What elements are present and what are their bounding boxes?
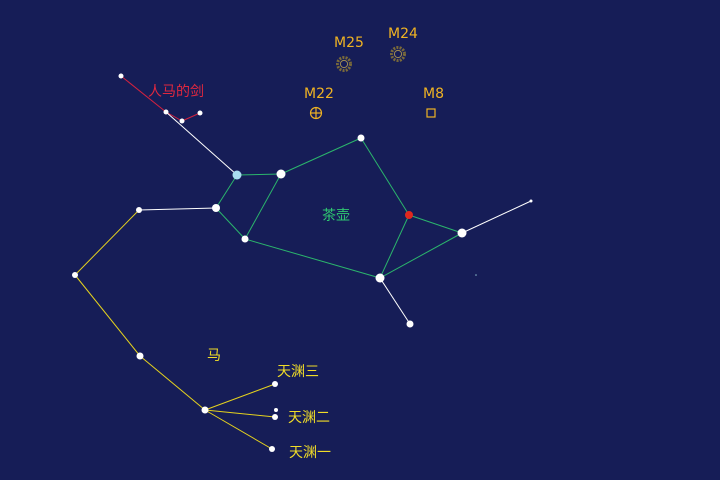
star-h7 (272, 414, 278, 420)
connector-t3-t4 (360, 137, 410, 216)
star-s2 (163, 109, 169, 115)
tianyuan1-label: 天渊一 (289, 445, 331, 461)
connector-t4-t6 (379, 214, 410, 279)
m22-globular-cluster-icon (309, 106, 323, 120)
deep-sky-objects (309, 46, 436, 120)
stars (72, 73, 533, 452)
star-h4 (201, 406, 209, 414)
star-t1 (232, 170, 242, 180)
teapot-label: 茶壶 (322, 208, 350, 224)
connector-t2-t7 (244, 173, 282, 240)
horse-label: 马 (207, 348, 221, 364)
connector-h4-h8 (204, 409, 273, 450)
star-t3 (357, 134, 365, 142)
m25-label: M25 (334, 35, 364, 51)
connector-s1-s2 (120, 75, 167, 113)
star-h1 (136, 207, 142, 213)
star-s1 (118, 73, 124, 79)
connector-h4-h5 (204, 383, 276, 411)
connector-t2-t3 (280, 137, 362, 175)
connector-t7-t8 (215, 207, 246, 240)
labels: 人马的剑 茶壶 马 天渊三 天渊二 天渊一 M25 M24 M22 M8 (148, 26, 444, 461)
connector-t4-t5 (408, 214, 463, 234)
connector-h2-h3 (74, 274, 141, 357)
connector-t5-t6 (379, 232, 463, 279)
star-t5 (457, 228, 467, 238)
connector-t6-t7 (244, 238, 381, 279)
m24-galaxy-ring-icon (390, 46, 406, 62)
star-t7 (241, 235, 249, 243)
sword-label: 人马的剑 (148, 84, 204, 100)
star-t4 (405, 211, 413, 219)
connector-t1-t2 (236, 173, 282, 176)
constellation-lines (74, 75, 532, 450)
m8-nebula-square-icon (426, 108, 436, 118)
star-h3 (136, 352, 144, 360)
star-h6 (274, 408, 278, 412)
m24-label: M24 (388, 26, 418, 42)
star-h5 (272, 381, 278, 387)
star-t6 (375, 273, 385, 283)
star-s4 (197, 110, 203, 116)
m25-galaxy-ring-icon (336, 56, 352, 72)
tianyuan3-label: 天渊三 (277, 364, 319, 380)
connector-s3-s4 (181, 112, 201, 122)
connector-t8-t1 (215, 174, 238, 209)
connector-t6-e2 (379, 277, 411, 325)
m8-label: M8 (423, 86, 444, 102)
tianyuan2-label: 天渊二 (288, 410, 330, 426)
connector-h1-h2 (74, 209, 140, 276)
star-h8 (269, 446, 275, 452)
star-t2 (276, 169, 286, 179)
star-s3 (179, 118, 185, 124)
connector-h3-h4 (139, 355, 206, 411)
connector-s2-t1 (165, 111, 238, 176)
star-h2 (72, 272, 78, 278)
connector-s2-s3 (165, 111, 183, 122)
star-e1 (529, 199, 533, 203)
star-e2 (406, 320, 414, 328)
connector-h4-h7 (204, 409, 276, 418)
m22-label: M22 (304, 86, 334, 102)
connector-t8-h1 (138, 207, 217, 211)
star-faint (475, 274, 477, 276)
star-t8 (212, 204, 220, 212)
connector-t5-e1 (461, 200, 532, 234)
